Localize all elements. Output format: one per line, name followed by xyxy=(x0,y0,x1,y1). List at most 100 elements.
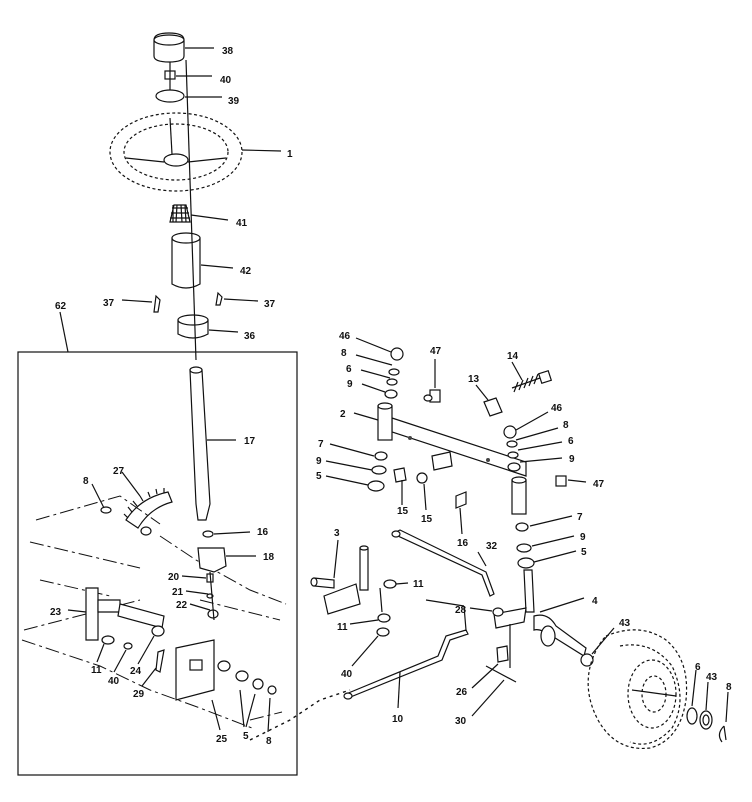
callout-5: 5 xyxy=(581,547,587,558)
callout-16: 16 xyxy=(457,538,469,549)
pivot-pins-15-16 xyxy=(401,472,467,535)
callout-16: 16 xyxy=(257,527,269,538)
callout-8: 8 xyxy=(563,420,569,431)
left-spindle-hardware xyxy=(349,579,409,667)
callout-1: 1 xyxy=(287,149,293,160)
callout-29: 29 xyxy=(133,689,145,700)
callout-2: 2 xyxy=(340,409,346,420)
box-leader-62 xyxy=(59,311,69,353)
callout-37: 37 xyxy=(103,298,115,309)
callout-25: 25 xyxy=(216,734,228,745)
front-wheel-tire xyxy=(587,629,688,750)
callout-9: 9 xyxy=(569,454,575,465)
callout-36: 36 xyxy=(244,331,256,342)
callout-8: 8 xyxy=(726,682,732,693)
column-screws xyxy=(121,291,259,313)
callout-6: 6 xyxy=(568,436,574,447)
callout-46: 46 xyxy=(551,403,563,414)
callout-17: 17 xyxy=(244,436,256,447)
pitman-arm-23 xyxy=(67,587,121,663)
callout-39: 39 xyxy=(228,96,240,107)
callout-9: 9 xyxy=(580,532,586,543)
tie-rod-end-hardware xyxy=(469,607,517,717)
tie-rod-32 xyxy=(391,529,495,597)
cap-clip xyxy=(164,62,212,90)
callout-47: 47 xyxy=(430,346,442,357)
callout-6: 6 xyxy=(695,662,701,673)
grease-fitting-47-left xyxy=(423,359,441,403)
callout-40: 40 xyxy=(341,669,353,680)
callout-11: 11 xyxy=(91,665,102,676)
spring-and-sleeve xyxy=(475,361,553,417)
column-bushing xyxy=(171,232,234,289)
callout-22: 22 xyxy=(176,600,188,611)
callout-18: 18 xyxy=(263,552,275,563)
callout-8: 8 xyxy=(83,476,89,487)
callout-27: 27 xyxy=(113,466,125,477)
callout-9: 9 xyxy=(347,379,353,390)
callout-11: 11 xyxy=(413,579,424,590)
callout-40: 40 xyxy=(108,676,120,687)
callout-46: 46 xyxy=(339,331,351,342)
shaft-assembly xyxy=(113,603,165,687)
callout-41: 41 xyxy=(236,218,248,229)
steering-shaft xyxy=(189,366,236,521)
callout-30: 30 xyxy=(455,716,467,727)
callout-5: 5 xyxy=(316,471,322,482)
callout-26: 26 xyxy=(456,687,468,698)
callout-14: 14 xyxy=(507,351,519,362)
callout-15: 15 xyxy=(421,514,433,525)
callout-28: 28 xyxy=(455,605,467,616)
column-axis xyxy=(185,59,197,361)
steering-assembly-box xyxy=(17,351,298,776)
washer-16 xyxy=(202,530,251,538)
callout-23: 23 xyxy=(50,607,62,618)
spindle-left-hardware xyxy=(355,337,404,399)
callout-37: 37 xyxy=(264,299,276,310)
callout-38: 38 xyxy=(222,46,234,57)
callout-24: 24 xyxy=(130,666,142,677)
callout-8: 8 xyxy=(266,736,272,747)
callout-47: 47 xyxy=(593,479,605,490)
callout-5: 5 xyxy=(243,731,249,742)
callout-11: 11 xyxy=(337,622,348,633)
assembly-reference-line xyxy=(21,495,287,729)
wheel-hardware xyxy=(686,669,729,743)
callout-10: 10 xyxy=(392,714,404,725)
front-axle-beam xyxy=(353,402,527,515)
callout-62: 62 xyxy=(55,301,67,312)
callout-7: 7 xyxy=(577,512,583,523)
callout-21: 21 xyxy=(172,587,184,598)
steering-wheel xyxy=(109,112,282,192)
small-parts-20-22 xyxy=(181,571,219,621)
wheel-insert xyxy=(155,89,222,103)
callout-43: 43 xyxy=(619,618,631,629)
callout-43: 43 xyxy=(706,672,718,683)
steering-wheel-cap xyxy=(153,32,214,63)
left-washers-7-9-5 xyxy=(325,443,388,492)
callout-32: 32 xyxy=(486,541,498,552)
bracket-18 xyxy=(197,547,256,573)
drag-link-10 xyxy=(343,599,469,709)
callout-7: 7 xyxy=(318,439,324,450)
steering-plate-25 xyxy=(175,639,221,731)
callout-9: 9 xyxy=(316,456,322,467)
callout-8: 8 xyxy=(341,348,347,359)
spindle-right-hardware xyxy=(503,411,563,472)
callout-40: 40 xyxy=(220,75,232,86)
column-support xyxy=(177,314,239,339)
callout-3: 3 xyxy=(334,528,340,539)
right-washers-7-9-5 xyxy=(515,515,577,569)
callout-20: 20 xyxy=(168,572,180,583)
callout-13: 13 xyxy=(468,374,480,385)
callout-15: 15 xyxy=(397,506,409,517)
callout-6: 6 xyxy=(346,364,352,375)
left-spindle-3 xyxy=(310,539,369,615)
sector-gear xyxy=(121,471,173,536)
grease-fitting-47-right xyxy=(555,475,587,487)
callout-42: 42 xyxy=(240,266,252,277)
assembly-connector xyxy=(249,689,351,741)
callout-4: 4 xyxy=(592,596,598,607)
